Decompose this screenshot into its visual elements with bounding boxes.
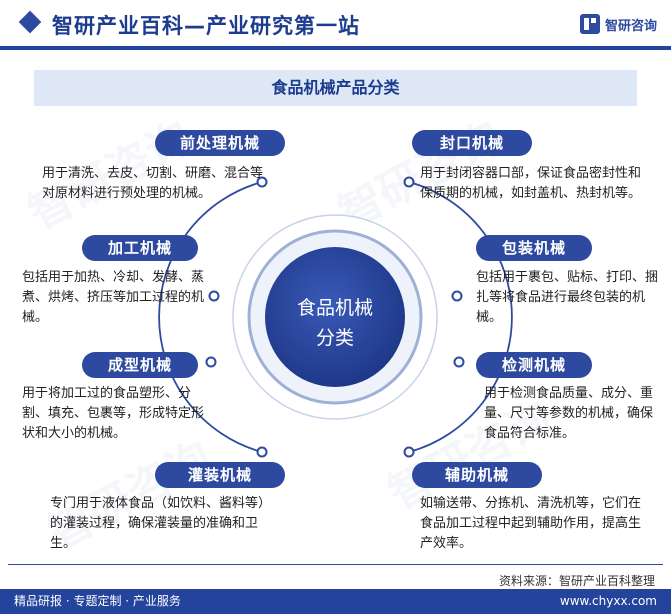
connector-dot	[403, 446, 415, 458]
category-desc-inspection: 用于检测食品质量、成分、重量、尺寸等参数的机械，确保食品符合标准。	[484, 386, 654, 441]
category-desc-auxiliary: 如输送带、分拣机、清洗机等，它们在食品加工过程中起到辅助作用，提高生产效率。	[420, 496, 642, 551]
page-title: 智研产业百科—产业研究第一站	[52, 14, 360, 38]
category-label-processing: 加工机械	[82, 235, 198, 261]
center-label-line1: 食品机械	[296, 297, 373, 319]
category-desc-processing: 包括用于加热、冷却、发酵、蒸煮、烘烤、挤压等加工过程的机械。	[22, 270, 205, 325]
category-desc-packaging: 包括用于裹包、贴标、打印、捆扎等将食品进行最终包装的机械。	[476, 270, 659, 325]
category-label-pretreatment: 前处理机械	[155, 130, 285, 156]
section-title: 食品机械产品分类	[271, 78, 400, 97]
center-label-line2: 分类	[315, 327, 354, 349]
brand-logo-icon	[579, 14, 600, 34]
connector-dot	[453, 356, 465, 368]
brand-logo: 智研咨询	[579, 14, 657, 34]
footer-bar: 精品研报 · 专题定制 · 产业服务 www.chyxx.com	[0, 589, 671, 614]
category-desc-filling: 专门用于液体食品（如饮料、酱料等）的灌装过程，确保灌装量的准确和卫生。	[50, 496, 272, 551]
footer-services: 精品研报 · 专题定制 · 产业服务	[14, 594, 181, 608]
category-desc-pretreatment: 用于清洗、去皮、切割、研磨、混合等对原材料进行预处理的机械。	[42, 166, 264, 201]
center-circle	[265, 247, 405, 387]
category-desc-forming: 用于将加工过的食品塑形、分割、填充、包裹等，形成特定形状和大小的机械。	[22, 386, 205, 441]
header: 智研产业百科—产业研究第一站 智研咨询	[0, 0, 671, 52]
outer-arc-right	[408, 181, 513, 453]
category-label-filling: 灌装机械	[155, 462, 285, 488]
category-label-inspection: 检测机械	[476, 352, 592, 378]
category-label-sealing: 封口机械	[412, 130, 532, 156]
connector-dot	[205, 356, 217, 368]
connector-dot	[256, 176, 268, 188]
center-label: 食品机械 分类	[285, 293, 385, 353]
outer-arc-left	[158, 181, 263, 453]
footer-website: www.chyxx.com	[559, 594, 657, 608]
connector-dot	[451, 290, 463, 302]
source-note: 资料来源：智研产业百科整理	[498, 574, 655, 588]
connector-dot	[256, 446, 268, 458]
brand-logo-text: 智研咨询	[604, 18, 657, 34]
category-label-packaging: 包装机械	[476, 235, 592, 261]
connector-dot	[208, 290, 220, 302]
connector-dot	[403, 176, 415, 188]
category-label-auxiliary: 辅助机械	[412, 462, 542, 488]
section-banner: 食品机械产品分类	[34, 70, 637, 106]
footer-divider	[8, 564, 663, 565]
category-label-forming: 成型机械	[82, 352, 198, 378]
category-desc-sealing: 用于封闭容器口部，保证食品密封性和保质期的机械，如封盖机、热封机等。	[420, 166, 642, 201]
header-divider	[0, 46, 671, 50]
